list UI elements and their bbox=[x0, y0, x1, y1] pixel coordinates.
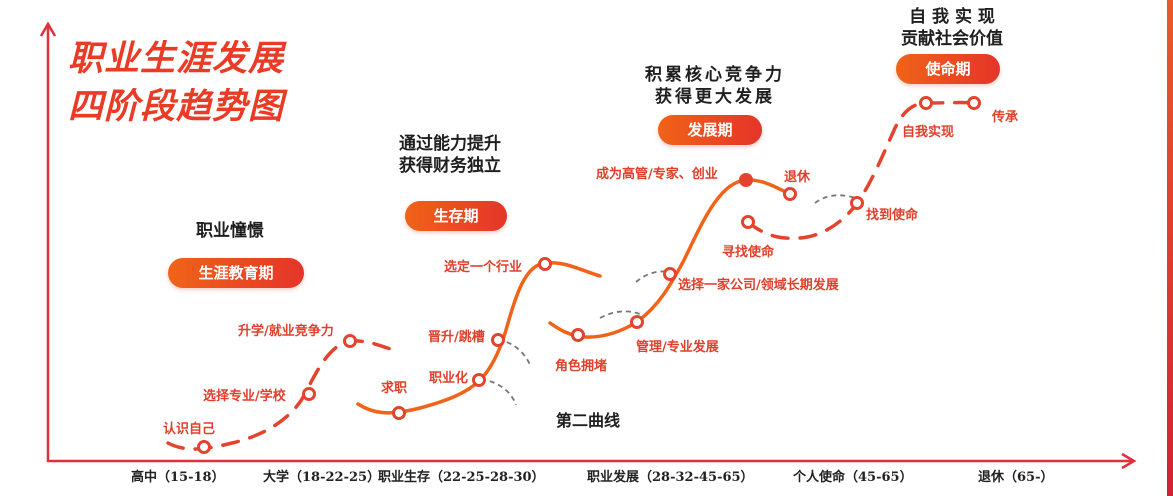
stage-4-pill: 使命期 bbox=[896, 54, 1000, 84]
page-subtitle: 四阶段趋势图 bbox=[68, 87, 285, 127]
point-label: 升学/就业竞争力 bbox=[238, 324, 334, 339]
stage-3-desc-line-1: 积累核心竞争力 bbox=[645, 65, 785, 85]
stage-2-pill: 生存期 bbox=[405, 201, 507, 231]
second-curve-label: 第二曲线 bbox=[556, 411, 621, 430]
x-axis-label: 大学（18-22-25） bbox=[263, 470, 381, 485]
stage-1-desc: 职业憧憬 bbox=[180, 220, 280, 242]
stage-1-pill: 生涯教育期 bbox=[168, 258, 304, 288]
right-accent-bar bbox=[1167, 0, 1173, 496]
point-label: 管理/专业发展 bbox=[636, 340, 719, 355]
point-markers bbox=[197, 96, 981, 454]
peak-marker bbox=[739, 173, 753, 187]
x-axis-label: 退休（65-） bbox=[978, 470, 1054, 485]
stage-3-pill: 发展期 bbox=[658, 115, 762, 145]
stage-2-desc-line-2: 获得财务独立 bbox=[399, 156, 501, 176]
point-label: 传承 bbox=[992, 110, 1019, 125]
stage-3-desc-line-2: 获得更大发展 bbox=[655, 87, 775, 107]
point-label: 晋升/跳槽 bbox=[428, 330, 485, 345]
stage-3-desc: 积累核心竞争力 获得更大发展 bbox=[640, 64, 790, 108]
point-label: 成为高管/专家、创业 bbox=[596, 167, 718, 182]
x-axis-label: 高中（15-18） bbox=[131, 470, 225, 485]
stage-4-desc-line-1: 自 我 实 现 bbox=[909, 7, 995, 27]
stage-4-desc: 自 我 实 现 贡献社会价值 bbox=[892, 6, 1012, 50]
point-label: 职业化 bbox=[429, 371, 469, 386]
stage-2-desc: 通过能力提升 获得财务独立 bbox=[390, 133, 510, 177]
x-axis-label: 职业生存（22-25-28-30） bbox=[378, 470, 545, 485]
point-label: 选定一个行业 bbox=[444, 260, 523, 275]
point-label: 选择一家公司/领域长期发展 bbox=[678, 278, 839, 293]
point-label: 角色拥堵 bbox=[555, 359, 608, 374]
stage-2-desc-line-1: 通过能力提升 bbox=[399, 134, 501, 154]
point-label: 求职 bbox=[381, 381, 408, 396]
x-axis-label: 个人使命（45-65） bbox=[793, 470, 913, 485]
second-curve-arcs bbox=[480, 194, 857, 406]
axes bbox=[39, 21, 1137, 470]
stage-4-desc-line-2: 贡献社会价值 bbox=[901, 29, 1003, 49]
point-label: 认识自己 bbox=[163, 422, 216, 437]
x-axis-label: 职业发展（28-32-45-65） bbox=[587, 470, 754, 485]
page-title: 职业生涯发展 bbox=[68, 39, 285, 79]
point-label: 寻找使命 bbox=[722, 245, 775, 260]
point-label: 找到使命 bbox=[866, 208, 919, 223]
point-label: 自我实现 bbox=[902, 125, 955, 140]
stage-1-desc-line: 职业憧憬 bbox=[196, 221, 264, 241]
point-label: 选择专业/学校 bbox=[203, 389, 286, 404]
point-label: 退休 bbox=[784, 170, 811, 185]
